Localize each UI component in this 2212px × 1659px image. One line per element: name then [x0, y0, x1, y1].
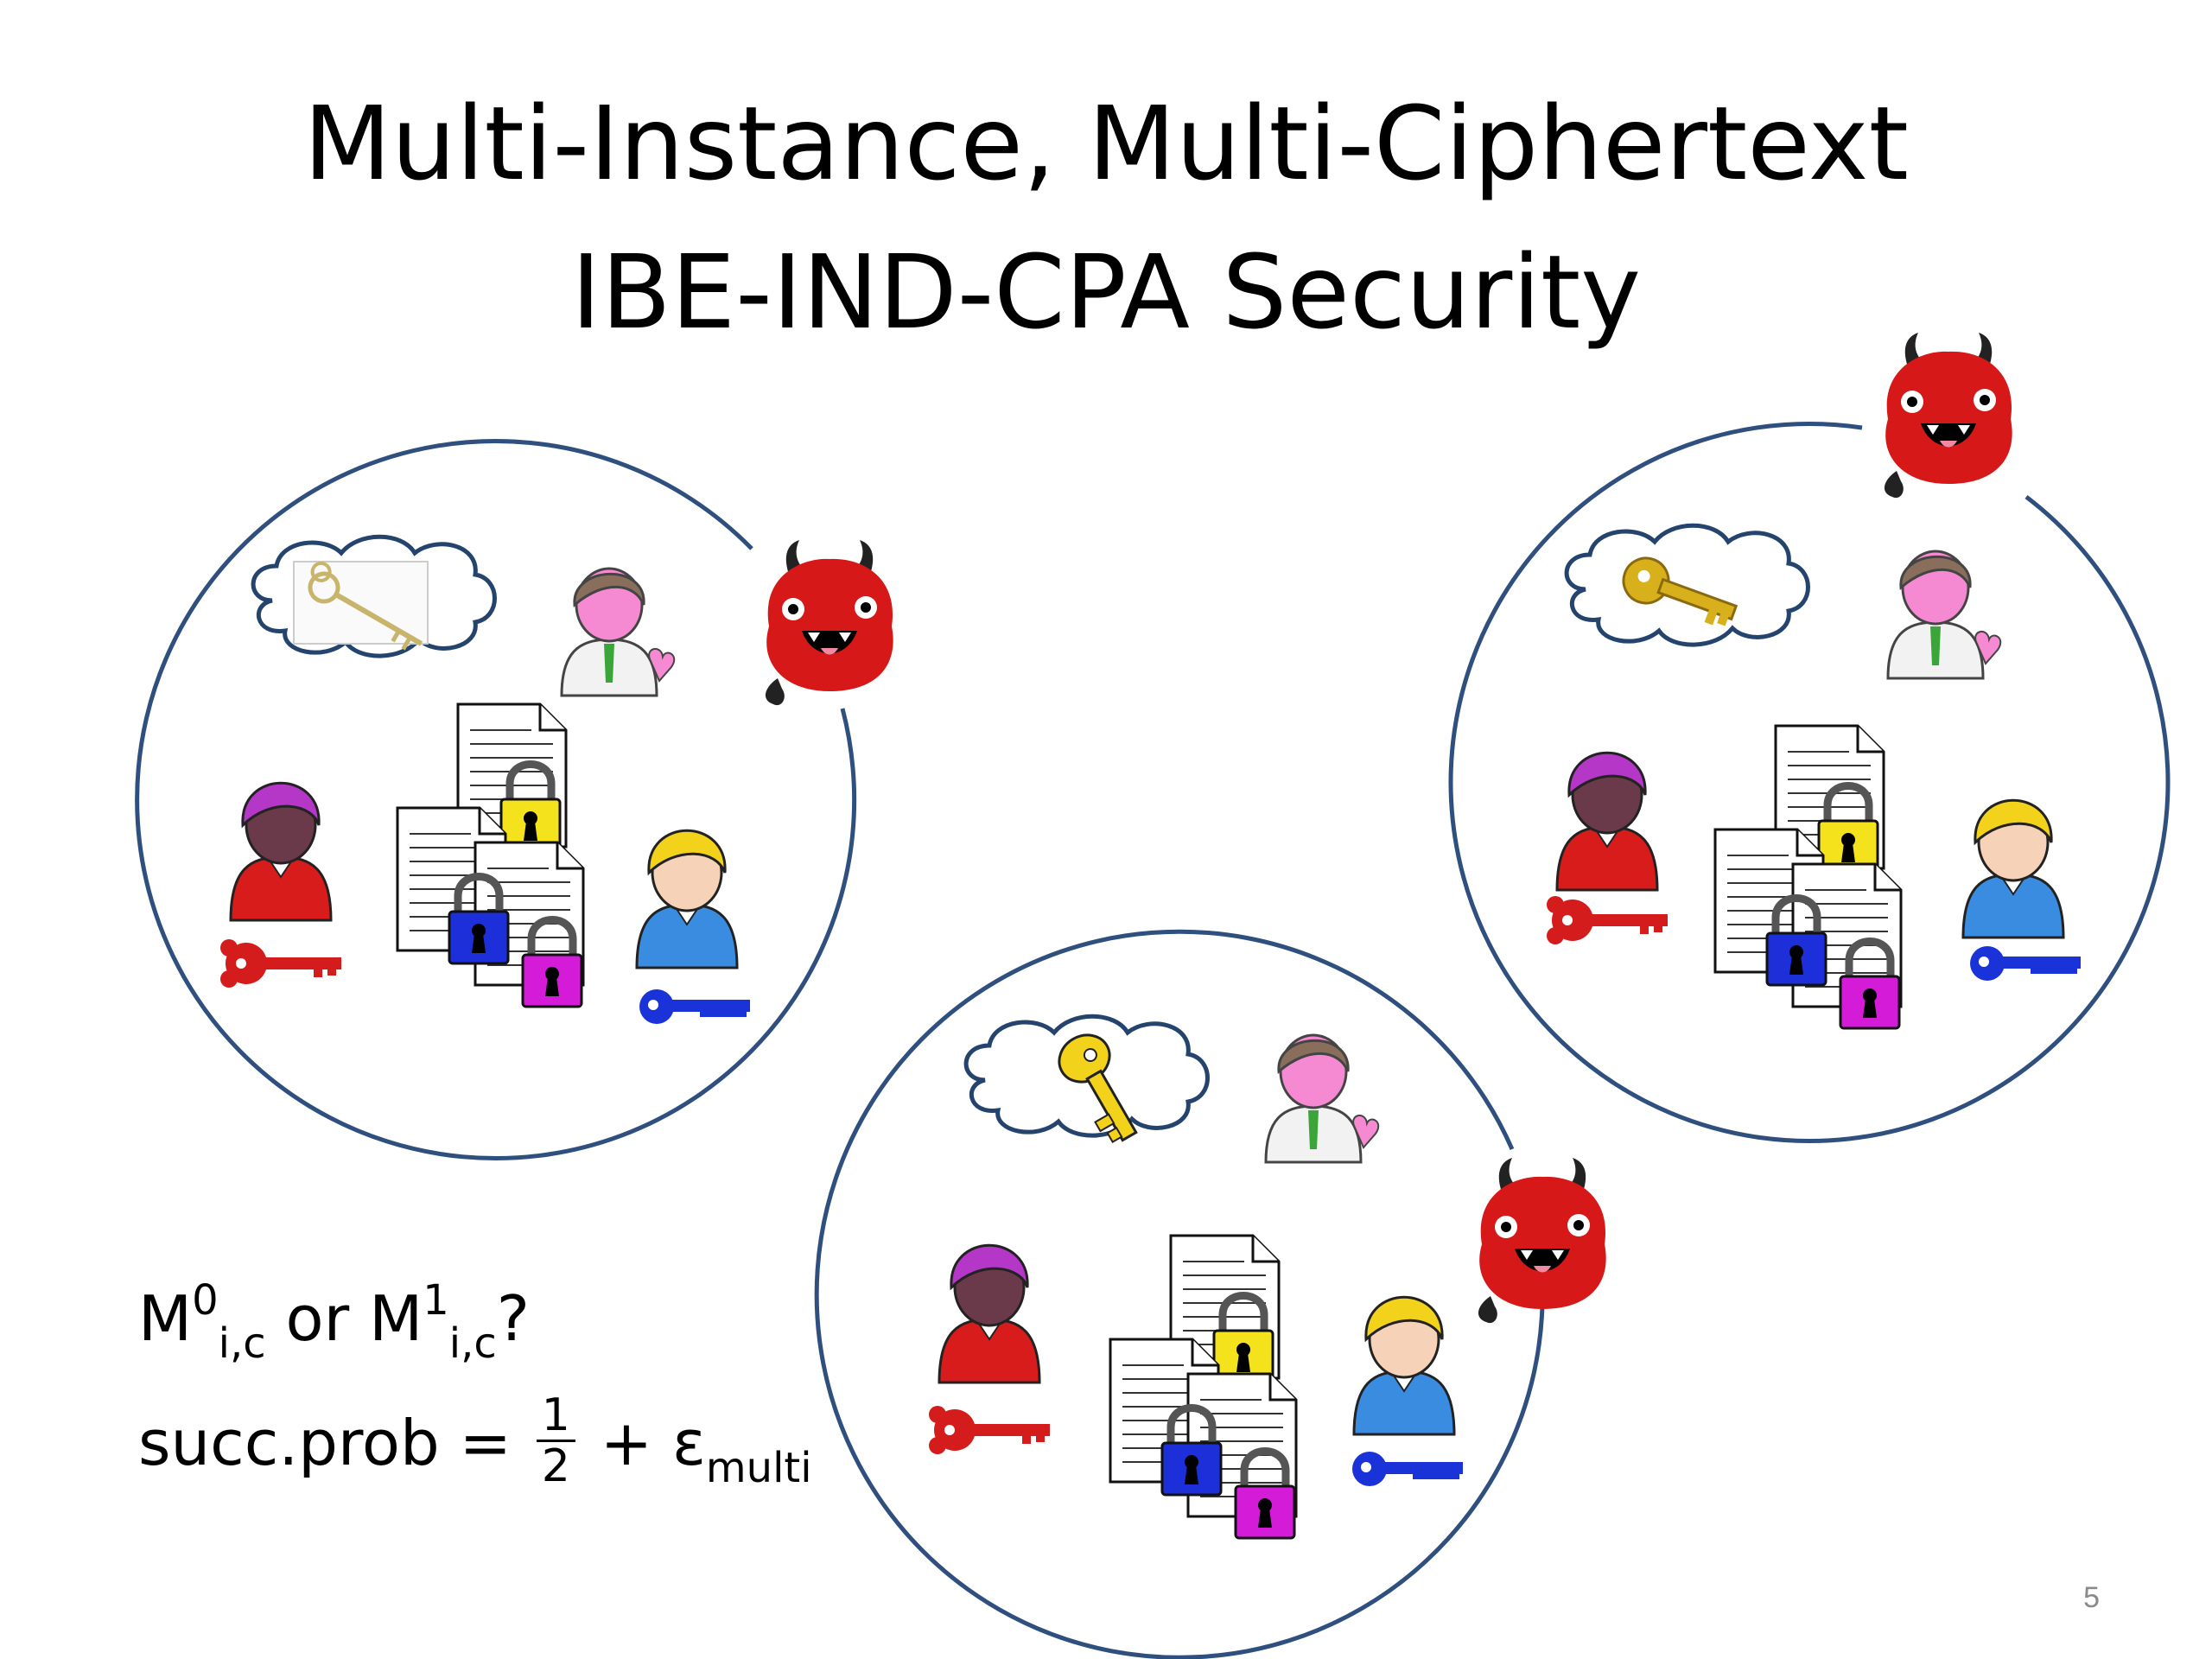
encrypted-documents-icon [1110, 1236, 1296, 1538]
blue-key-icon [1970, 946, 2081, 981]
instance-1-boundary [135, 439, 857, 1160]
user-purple-hair-icon [1555, 751, 1659, 892]
instance-3 [814, 929, 1606, 1659]
title-line-2: IBE-IND-CPA Security [570, 232, 1642, 352]
blue-key-icon [1352, 1452, 1463, 1486]
instance-3-boundary [814, 929, 1545, 1659]
authority-person-icon [560, 567, 676, 697]
red-key-icon [929, 1406, 1050, 1454]
master-key-icon [293, 561, 429, 651]
title-line-1: Multi-Instance, Multi-Ciphertext [303, 84, 1909, 203]
instance-2-boundary [1448, 422, 2171, 1143]
devil-adversary-icon [1884, 333, 2012, 499]
gold-key-icon [1622, 556, 1738, 626]
challenge-question: M0i,c or M1i,c? [138, 1276, 530, 1368]
user-blonde-icon [635, 829, 739, 969]
authority-person-icon [1264, 1033, 1380, 1164]
encrypted-documents-icon [1715, 726, 1901, 1028]
user-purple-hair-icon [229, 781, 333, 922]
encrypted-documents-icon [397, 704, 583, 1007]
slide-title: Multi-Instance, Multi-Ciphertext IBE-IND… [0, 69, 2212, 366]
gold-key-icon [1058, 1033, 1138, 1143]
instance-2 [1448, 333, 2171, 1143]
user-purple-hair-icon [938, 1243, 1041, 1384]
page-number: 5 [2083, 1581, 2100, 1614]
devil-adversary-icon [1478, 1158, 1606, 1324]
instance-1 [135, 439, 893, 1160]
thought-cloud-icon [1567, 525, 1808, 645]
red-key-icon [220, 939, 341, 988]
blue-key-icon [639, 989, 750, 1024]
devil-adversary-icon [765, 540, 893, 706]
user-blonde-icon [1961, 798, 2065, 939]
red-key-icon [1547, 896, 1668, 944]
authority-person-icon [1886, 550, 2002, 680]
user-blonde-icon [1352, 1295, 1456, 1436]
